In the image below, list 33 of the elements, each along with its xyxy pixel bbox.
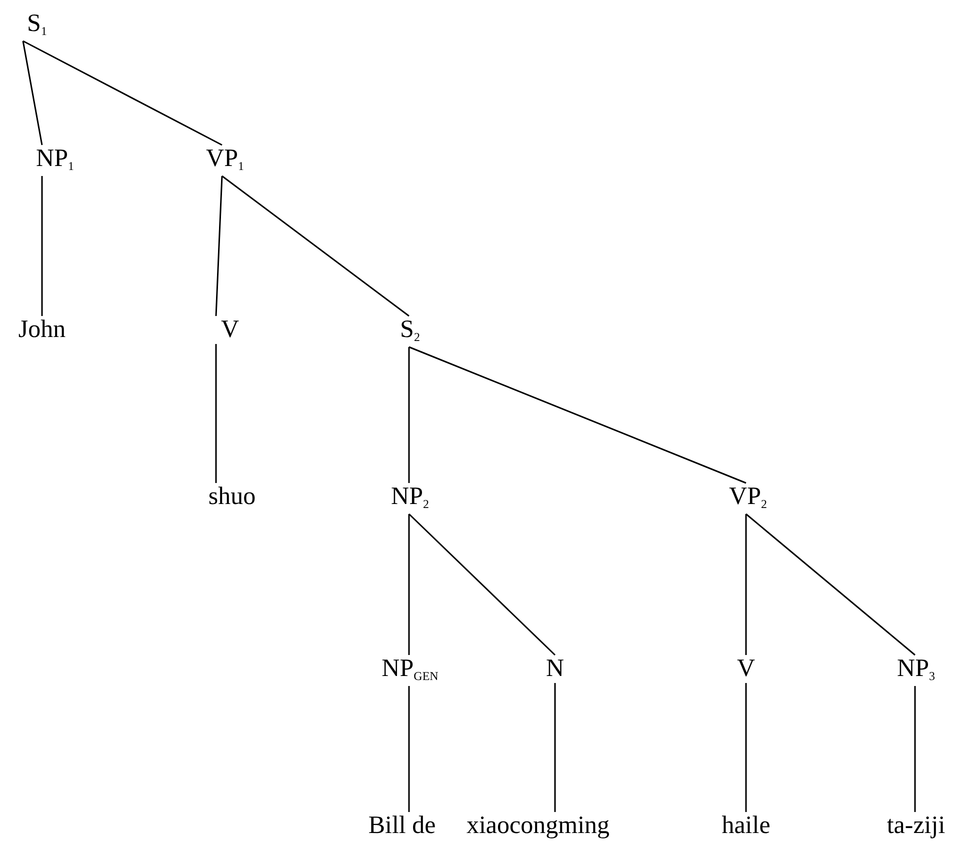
tree-node-label: Bill de <box>368 812 436 840</box>
tree-branch-line <box>222 175 410 317</box>
tree-branch-line <box>408 686 410 812</box>
tree-branch-line <box>408 346 746 484</box>
tree-branch-line <box>22 40 222 146</box>
tree-branch-line <box>215 176 223 316</box>
tree-branch-line <box>408 513 556 656</box>
tree-branch-line <box>914 686 916 812</box>
tree-branch-line <box>41 176 43 316</box>
tree-node-label: N <box>546 655 564 683</box>
tree-node-label: NP$_{1}$ <box>36 145 74 176</box>
tree-node-label: NP$_{3}$ <box>897 655 935 686</box>
tree-node-label: VP$_{2}$ <box>729 483 767 514</box>
tree-branch-line <box>22 40 43 146</box>
tree-branch-line <box>215 344 217 483</box>
tree-node-label: shuo <box>208 483 256 511</box>
tree-node-label: NP$_{GEN}$ <box>382 655 438 686</box>
tree-branch-line <box>745 514 747 655</box>
tree-node-label: S$_{2}$ <box>400 316 420 347</box>
tree-node-label: haile <box>722 812 770 840</box>
tree-branch-line <box>408 347 410 483</box>
tree-node-label: V <box>736 655 756 683</box>
tree-branch-line <box>408 514 410 655</box>
tree-node-label: V <box>220 316 240 344</box>
tree-branch-line <box>746 513 916 656</box>
tree-node-label: ta-ziji <box>886 812 946 840</box>
tree-branch-line <box>554 683 556 812</box>
tree-node-label: xiaocongming <box>466 812 610 840</box>
tree-branch-line <box>745 683 747 812</box>
tree-node-label: VP$_{1}$ <box>206 145 244 176</box>
tree-node-label: NP$_{2}$ <box>391 483 429 514</box>
tree-node-label: John <box>18 316 66 344</box>
tree-node-label: S$_{1}$ <box>27 10 47 41</box>
